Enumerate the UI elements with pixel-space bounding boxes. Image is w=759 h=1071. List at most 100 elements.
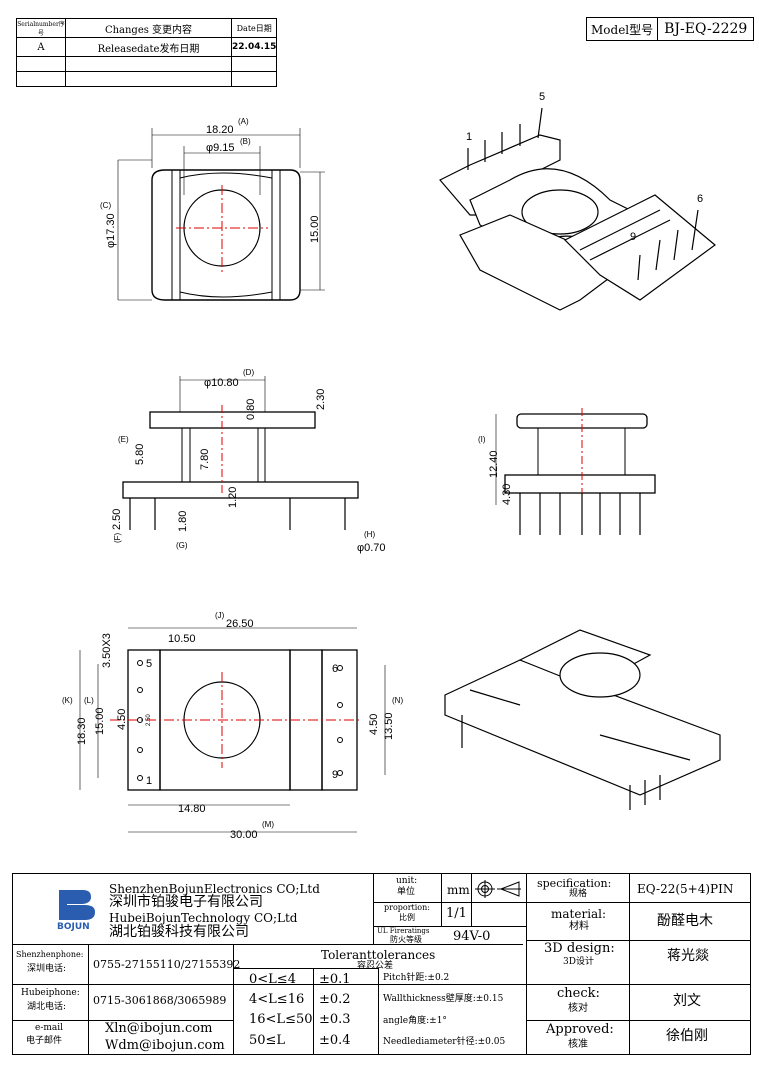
top-view xyxy=(117,128,325,301)
approved-label: Approved: xyxy=(546,1022,614,1037)
dim-top-h: 15.00 xyxy=(309,215,321,243)
unit-label: unit: xyxy=(396,876,418,886)
note-wall: Wallthickness壁厚度:±0.15 xyxy=(383,994,504,1004)
proportion-label: proportion: xyxy=(384,903,430,912)
check-label: check: xyxy=(557,986,600,1001)
side-view xyxy=(122,376,359,530)
email-label: e-mail xyxy=(35,1023,64,1033)
company2-cn: 湖北铂骏科技有限公司 xyxy=(109,924,249,940)
dim-m: 30.00 xyxy=(230,829,258,841)
dim-250: 2.50 xyxy=(146,714,152,726)
pin-label-1: 1 xyxy=(466,131,472,143)
dim-1050: 10.50 xyxy=(168,633,196,645)
dim-g-label: (G) xyxy=(176,541,188,550)
ul-label-cn: 防火等级 xyxy=(390,935,422,944)
bojun-logo-icon xyxy=(57,888,97,922)
unit-label-cn: 单位 xyxy=(397,887,416,897)
tol-range-1: 0<L≤4 xyxy=(249,972,296,987)
dim-l-label: (L) xyxy=(84,696,94,705)
proportion-value: 1/1 xyxy=(446,906,467,921)
dim-d-label: (D) xyxy=(243,368,254,377)
dim-f-label: (F) xyxy=(113,532,122,543)
pin-label-9: 9 xyxy=(630,231,636,243)
note-pitch: Pitch针距:±0.2 xyxy=(383,973,450,983)
material-value: 酚醛电木 xyxy=(657,913,713,929)
bottom-view xyxy=(79,627,386,833)
dim-k-label: (K) xyxy=(62,696,73,705)
dim-450b: 4.50 xyxy=(368,714,380,735)
ul-value: 94V-0 xyxy=(453,929,491,944)
tol-value-3: ±0.3 xyxy=(319,1012,351,1027)
tol-value-2: ±0.2 xyxy=(319,992,351,1007)
tol-range-3: 16<L≤50 xyxy=(249,1012,313,1027)
dim-080: 0.80 xyxy=(245,399,257,420)
email-1: Xln@ibojun.com xyxy=(105,1021,213,1036)
model-box: Model型号 BJ-EQ-2229 xyxy=(586,17,755,41)
ul-label: UL Fireratings xyxy=(377,927,430,935)
tol-value-4: ±0.4 xyxy=(319,1033,351,1048)
approved-value: 徐伯刚 xyxy=(666,1028,708,1044)
design-label-cn: 3D设计 xyxy=(563,957,594,967)
hb-phone: 0715-3061868/3065989 xyxy=(93,994,227,1007)
hb-phone-label-cn: 湖北电话: xyxy=(27,1002,67,1012)
dim-m-label: (M) xyxy=(262,820,274,829)
dim-n-label: (N) xyxy=(392,696,403,705)
dim-h-label: (H) xyxy=(364,530,375,539)
tol-value-1: ±0.1 xyxy=(319,972,351,987)
dim-c-label: (C) xyxy=(100,201,111,210)
sz-phone-label: Shenzhenphone: xyxy=(16,950,84,959)
dim-1480: 14.80 xyxy=(178,803,206,815)
bottom-pin-1: 1 xyxy=(146,775,152,787)
pin-label-5: 5 xyxy=(539,91,545,103)
revision-table: Serialnumber序号 Changes 变更内容 Date日期 A Rel… xyxy=(16,18,278,87)
dim-pitch: 3.50X3 xyxy=(101,633,113,668)
bottom-pin-9: 9 xyxy=(332,769,338,781)
bottom-pin-6: 6 xyxy=(332,663,338,675)
dim-e: 5.80 xyxy=(134,444,146,465)
email-2: Wdm@ibojun.com xyxy=(105,1038,225,1053)
company2-en: HubeiBojunTechnology CO;Ltd xyxy=(109,911,298,925)
tol-title-cn: 容忍公差 xyxy=(357,961,394,971)
pin-label-6: 6 xyxy=(697,193,703,205)
dim-180: 1.80 xyxy=(177,511,189,532)
title-block: BOJUN ShenzhenBojunElectronics CO;Ltd 深圳… xyxy=(12,873,751,1055)
model-value: BJ-EQ-2229 xyxy=(657,18,753,40)
iso-view-bottom xyxy=(444,629,721,810)
dim-a: 18.20 xyxy=(206,124,234,136)
material-label-cn: 材料 xyxy=(569,921,589,932)
company-cn: 深圳市铂骏电子有限公司 xyxy=(109,894,263,910)
technical-drawing: (A) 18.20 (B) φ9.15 (C) φ17.30 15.00 1 5… xyxy=(62,91,721,841)
email-label-cn: 电子邮件 xyxy=(26,1036,63,1046)
note-angle: angle角度:±1° xyxy=(383,1016,447,1026)
dim-i: 12.40 xyxy=(488,450,500,478)
approved-label-cn: 核准 xyxy=(568,1039,588,1050)
dim-d: φ10.80 xyxy=(204,377,239,389)
note-needle: Needlediameter针径:±0.05 xyxy=(383,1037,506,1047)
dim-k: 18.30 xyxy=(76,717,88,745)
dim-j-label: (J) xyxy=(215,611,225,620)
spec-label: specification: xyxy=(537,877,612,890)
iso-view-top xyxy=(439,107,716,311)
bottom-pin-5: 5 xyxy=(146,658,152,670)
dim-i-label: (I) xyxy=(478,435,486,444)
dim-f: 2.50 xyxy=(111,509,123,530)
design-label: 3D design: xyxy=(544,941,615,956)
dim-e-label: (E) xyxy=(118,435,129,444)
sz-phone-label-cn: 深圳电话: xyxy=(27,964,67,974)
projection-symbol-icon xyxy=(475,880,523,898)
design-value: 蒋光燚 xyxy=(667,948,709,964)
dim-230: 2.30 xyxy=(315,389,327,410)
dim-b-label: (B) xyxy=(240,137,251,146)
tol-title: Toleranttolerances xyxy=(321,948,436,962)
dim-j: 26.50 xyxy=(226,618,254,630)
hb-phone-label: Hubeiphone: xyxy=(21,988,80,998)
dim-430: 4.30 xyxy=(501,484,513,505)
dim-b: φ9.15 xyxy=(206,142,235,154)
dim-a-label: (A) xyxy=(238,117,249,126)
check-value: 刘文 xyxy=(673,993,701,1009)
dim-780: 7.80 xyxy=(199,449,211,470)
model-label: Model型号 xyxy=(591,22,654,37)
material-label: material: xyxy=(551,907,607,921)
company-en: ShenzhenBojunElectronics CO;Ltd xyxy=(109,882,320,896)
spec-label-cn: 规格 xyxy=(569,889,588,899)
